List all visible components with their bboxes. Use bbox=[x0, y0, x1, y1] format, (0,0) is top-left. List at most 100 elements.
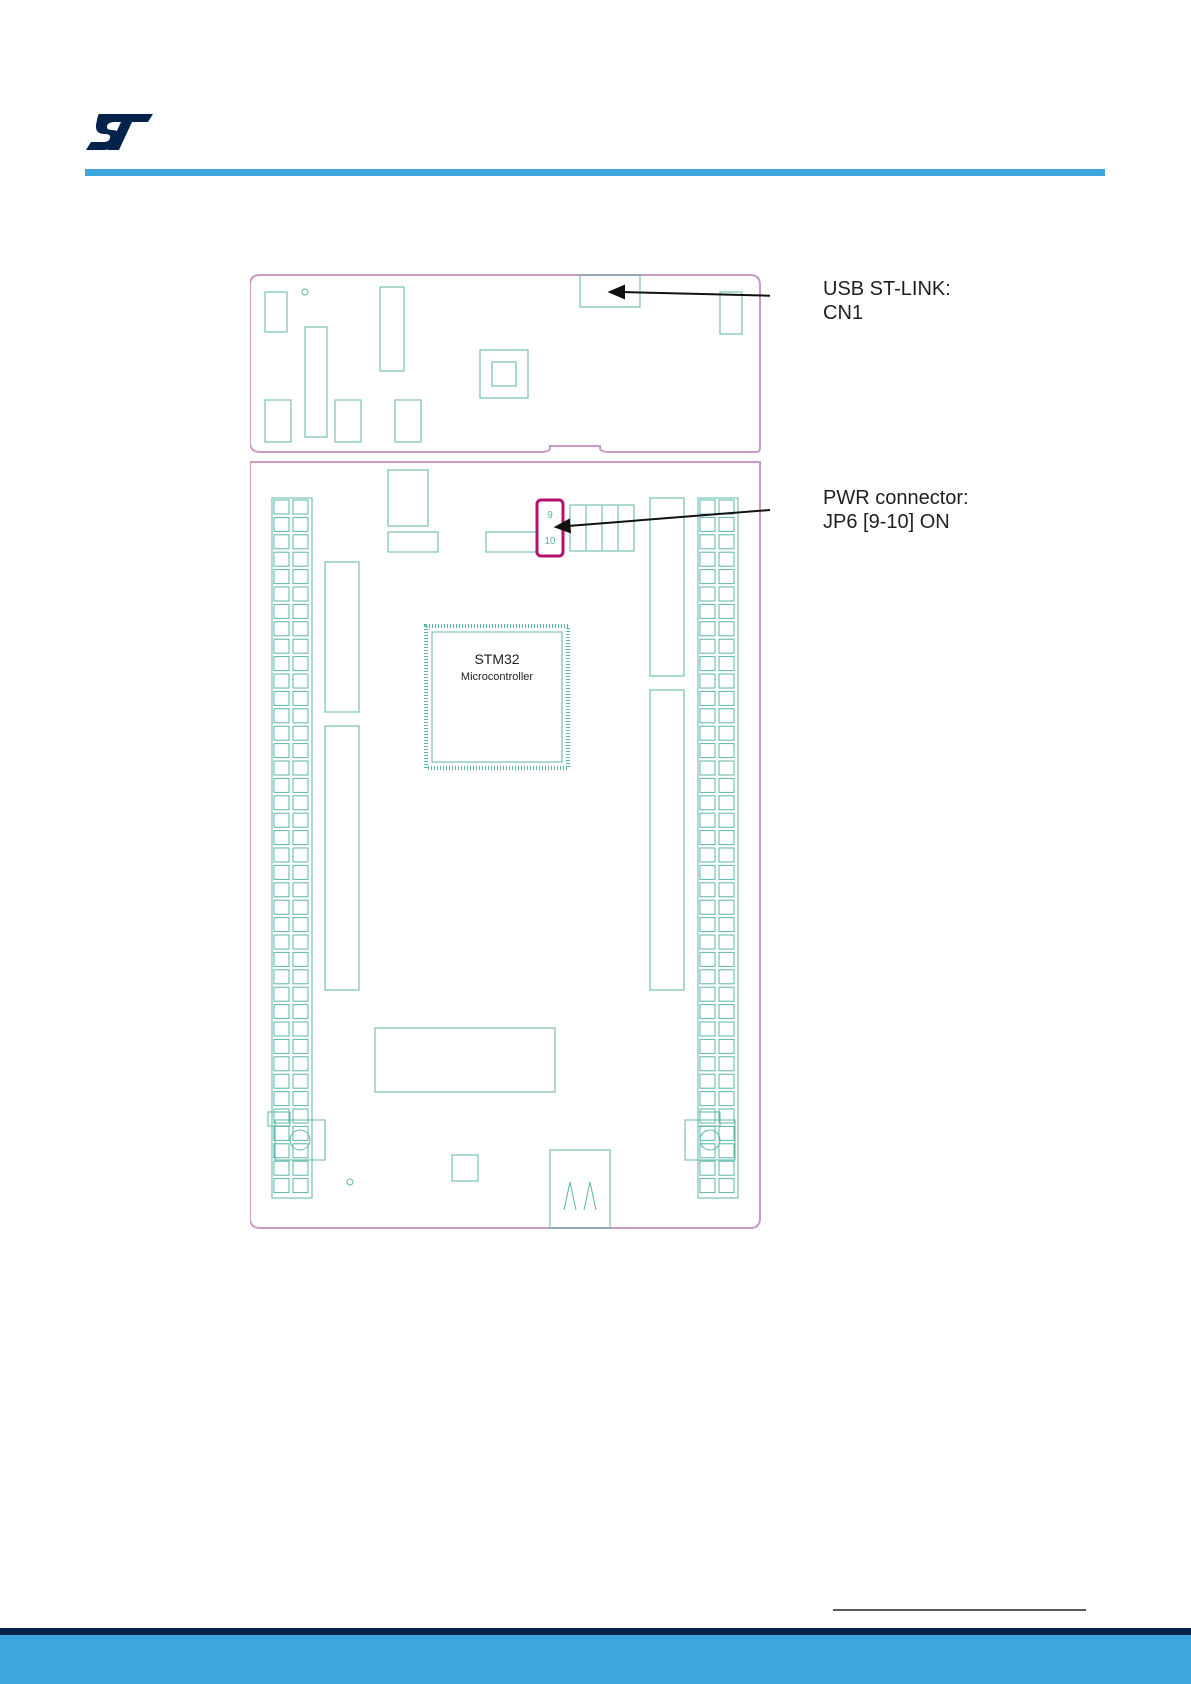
header-pin bbox=[719, 1057, 734, 1071]
header-pin bbox=[719, 918, 734, 932]
board-diagram: STM32 Microcontroller 9 10 bbox=[250, 270, 770, 1230]
header-pin bbox=[700, 935, 715, 949]
header-pin bbox=[274, 761, 289, 775]
header-pin bbox=[719, 587, 734, 601]
header-pin bbox=[700, 587, 715, 601]
header-pin bbox=[700, 813, 715, 827]
header-pin bbox=[274, 970, 289, 984]
header-pin bbox=[700, 1161, 715, 1175]
header-pin bbox=[719, 639, 734, 653]
mcu-name: STM32 bbox=[474, 651, 519, 667]
header-pin bbox=[719, 691, 734, 705]
header-pin bbox=[719, 709, 734, 723]
header-pin bbox=[719, 1005, 734, 1019]
header-pin bbox=[274, 1092, 289, 1106]
header-pin bbox=[274, 552, 289, 566]
header-pin bbox=[700, 883, 715, 897]
header-pin bbox=[274, 744, 289, 758]
header-pin bbox=[700, 709, 715, 723]
header-pin bbox=[274, 918, 289, 932]
doc-link-underline-1[interactable] bbox=[833, 1609, 1086, 1611]
header-pin bbox=[274, 1161, 289, 1175]
header-pin bbox=[274, 796, 289, 810]
header-pin bbox=[719, 865, 734, 879]
header-pin bbox=[719, 1074, 734, 1088]
header-pin bbox=[700, 1109, 715, 1123]
header-pin bbox=[700, 604, 715, 618]
header-pin bbox=[719, 883, 734, 897]
header-pin bbox=[293, 761, 308, 775]
header-pin bbox=[719, 935, 734, 949]
header-pin bbox=[274, 883, 289, 897]
header-pin bbox=[293, 587, 308, 601]
header-pin bbox=[719, 535, 734, 549]
st-logo bbox=[85, 112, 155, 152]
header-pin bbox=[700, 831, 715, 845]
header-pin bbox=[719, 761, 734, 775]
header-pin bbox=[700, 517, 715, 531]
header-pin bbox=[719, 552, 734, 566]
header-pin bbox=[293, 570, 308, 584]
header-pin bbox=[719, 1092, 734, 1106]
header-pin bbox=[293, 1109, 308, 1123]
header-pin bbox=[274, 952, 289, 966]
header-pin bbox=[293, 987, 308, 1001]
header-pin bbox=[293, 1074, 308, 1088]
header-pin bbox=[293, 639, 308, 653]
header-pin bbox=[719, 1144, 734, 1158]
header-pin bbox=[293, 535, 308, 549]
header-pin bbox=[293, 900, 308, 914]
header-pin bbox=[274, 935, 289, 949]
header-pin bbox=[700, 848, 715, 862]
header-rule bbox=[85, 169, 1105, 176]
header-pin bbox=[274, 604, 289, 618]
header-pin bbox=[274, 813, 289, 827]
header-pin bbox=[719, 1126, 734, 1140]
header-pin bbox=[274, 639, 289, 653]
header-pin bbox=[719, 952, 734, 966]
header-pin bbox=[293, 831, 308, 845]
header-pin bbox=[274, 587, 289, 601]
header-pin bbox=[719, 778, 734, 792]
footer-band bbox=[0, 1635, 1191, 1684]
header-pin bbox=[293, 517, 308, 531]
header-pin bbox=[293, 1144, 308, 1158]
header-pin bbox=[293, 1057, 308, 1071]
header-pin bbox=[700, 552, 715, 566]
header-pin bbox=[719, 1161, 734, 1175]
header-pin bbox=[274, 987, 289, 1001]
header-pin bbox=[293, 1022, 308, 1036]
header-pin bbox=[700, 674, 715, 688]
header-pin bbox=[719, 622, 734, 636]
header-pin bbox=[293, 744, 308, 758]
header-pin bbox=[274, 517, 289, 531]
header-pin bbox=[274, 535, 289, 549]
header-pin bbox=[719, 900, 734, 914]
header-pin bbox=[274, 1144, 289, 1158]
header-pin bbox=[293, 552, 308, 566]
pwr-connector-callout: PWR connector: JP6 [9-10] ON bbox=[823, 486, 969, 534]
header-pin bbox=[700, 1005, 715, 1019]
header-pin bbox=[274, 622, 289, 636]
header-pin bbox=[719, 517, 734, 531]
header-pin bbox=[719, 744, 734, 758]
header-pin bbox=[700, 639, 715, 653]
header-pin bbox=[719, 796, 734, 810]
header-pin bbox=[274, 1057, 289, 1071]
header-pin bbox=[700, 657, 715, 671]
header-pin bbox=[293, 970, 308, 984]
header-pin bbox=[719, 604, 734, 618]
usb-arrow-head bbox=[610, 286, 624, 298]
header-pin bbox=[274, 900, 289, 914]
header-pin bbox=[274, 1022, 289, 1036]
footer-dark-band bbox=[0, 1628, 1191, 1635]
header-pin bbox=[293, 796, 308, 810]
header-pin bbox=[700, 1092, 715, 1106]
header-pin bbox=[274, 691, 289, 705]
mcu-chip bbox=[426, 626, 568, 768]
header-pin bbox=[293, 813, 308, 827]
header-pin bbox=[274, 1179, 289, 1193]
header-pin bbox=[293, 604, 308, 618]
header-pin bbox=[700, 918, 715, 932]
header-pin bbox=[274, 848, 289, 862]
